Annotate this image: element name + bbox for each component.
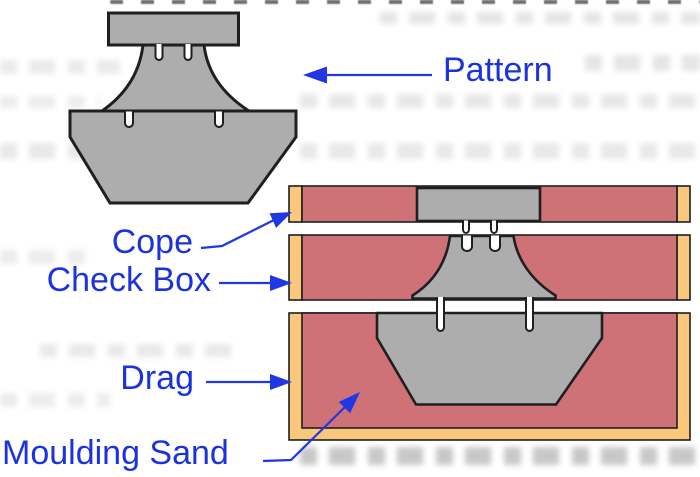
arrowhead-upright-icon xyxy=(338,392,360,414)
dowel-pin xyxy=(462,220,470,234)
dowel-pin xyxy=(154,44,164,61)
dowel-pin xyxy=(436,297,445,332)
dowel-socket xyxy=(124,111,134,128)
dowel-pin xyxy=(490,220,498,234)
dowel-socket xyxy=(461,235,473,252)
pattern-label: Pattern xyxy=(443,51,553,89)
drag-label: Drag xyxy=(120,359,194,397)
dowel-pin xyxy=(525,297,534,332)
pattern-neck xyxy=(97,43,255,113)
check-left-wall xyxy=(288,234,303,301)
drag-pattern-body xyxy=(375,311,604,406)
ghost-text-artifact xyxy=(110,0,700,4)
pattern-standalone xyxy=(68,11,298,205)
check-box-arrow xyxy=(219,275,292,291)
cope-left-wall xyxy=(288,185,303,223)
cope-arrow xyxy=(200,212,292,250)
cope-section xyxy=(288,185,691,234)
ghost-text-artifact xyxy=(0,393,110,407)
arrowhead-right-icon xyxy=(270,275,292,291)
ghost-text-artifact xyxy=(585,55,700,71)
cope-pattern-flange xyxy=(415,186,542,223)
ghost-text-artifact xyxy=(40,344,240,357)
pattern-arrow xyxy=(303,66,432,84)
ghost-text-artifact xyxy=(0,250,95,264)
cope-label: Cope xyxy=(111,223,193,261)
moulding-sand-arrow xyxy=(262,392,360,463)
arrowhead-upright-icon xyxy=(269,212,292,228)
ghost-text-artifact xyxy=(300,143,698,159)
dowel-pin xyxy=(183,44,193,61)
drag-arrow xyxy=(206,374,292,390)
check-box-section xyxy=(288,234,691,301)
check-pattern-neck xyxy=(411,234,557,300)
arrowhead-left-icon xyxy=(303,66,327,84)
check-box-label: Check Box xyxy=(46,261,211,299)
pattern-body xyxy=(68,109,298,205)
ghost-text-artifact xyxy=(380,12,700,24)
drag-section xyxy=(288,297,691,441)
ghost-text-artifact xyxy=(0,96,100,108)
ghost-text-artifact xyxy=(300,447,695,465)
cope-right-wall xyxy=(676,185,691,223)
moulding-sand-label: Moulding Sand xyxy=(2,434,229,472)
dowel-socket xyxy=(489,235,501,252)
dowel-socket xyxy=(214,111,224,128)
check-right-wall xyxy=(676,234,691,301)
ghost-text-artifact xyxy=(0,60,120,74)
pattern-flange xyxy=(107,11,240,47)
arrowhead-right-icon xyxy=(270,374,292,390)
ghost-text-artifact xyxy=(300,94,700,108)
